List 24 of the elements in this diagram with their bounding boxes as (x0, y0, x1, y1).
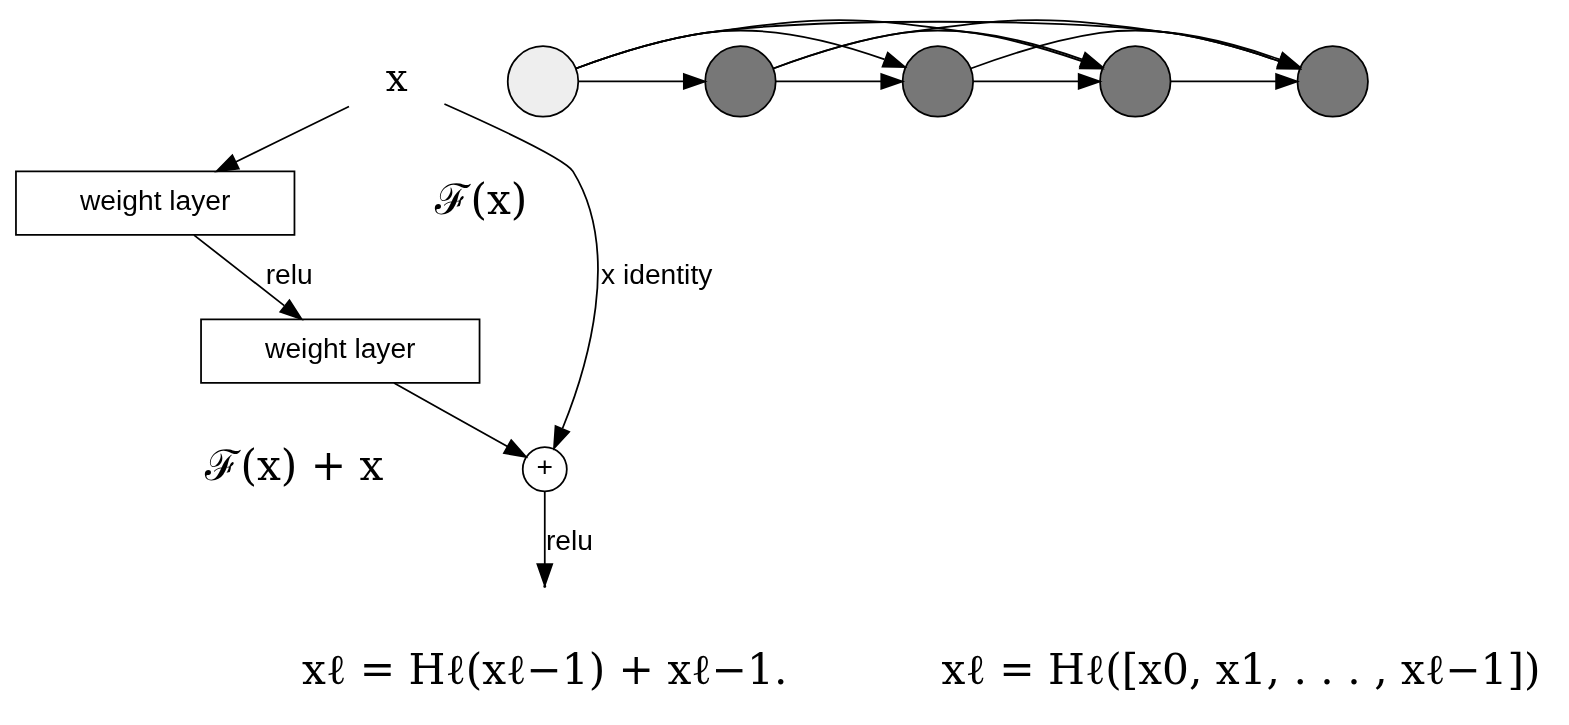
node-circle (506, 45, 580, 118)
edge-label: relu (265, 257, 313, 290)
label: ℱ(x) + x (205, 441, 384, 491)
label: xℓ = Hℓ(xℓ−1) + xℓ−1. (302, 645, 788, 695)
label: xℓ = Hℓ([x0, x1, . . . , xℓ−1]) (941, 645, 1541, 695)
node-box: weight layer (200, 318, 481, 384)
node-circle (704, 45, 777, 118)
arrow (577, 72, 708, 91)
edge-label: relu (545, 523, 593, 556)
node-circle (1296, 45, 1369, 118)
edge-label: x identity (601, 257, 713, 290)
arrow (214, 105, 350, 173)
node-text: x (385, 55, 408, 101)
arrow (1169, 72, 1300, 91)
label: ℱ(x) (435, 175, 528, 224)
node-box: weight layer (15, 170, 296, 236)
node-circle (901, 45, 974, 118)
arrow (443, 103, 599, 451)
node-circle (1099, 45, 1172, 118)
arrow (193, 234, 304, 321)
arrow (775, 72, 906, 91)
arrow (972, 72, 1103, 91)
arrow (393, 382, 529, 459)
node-circle: + (521, 446, 568, 493)
